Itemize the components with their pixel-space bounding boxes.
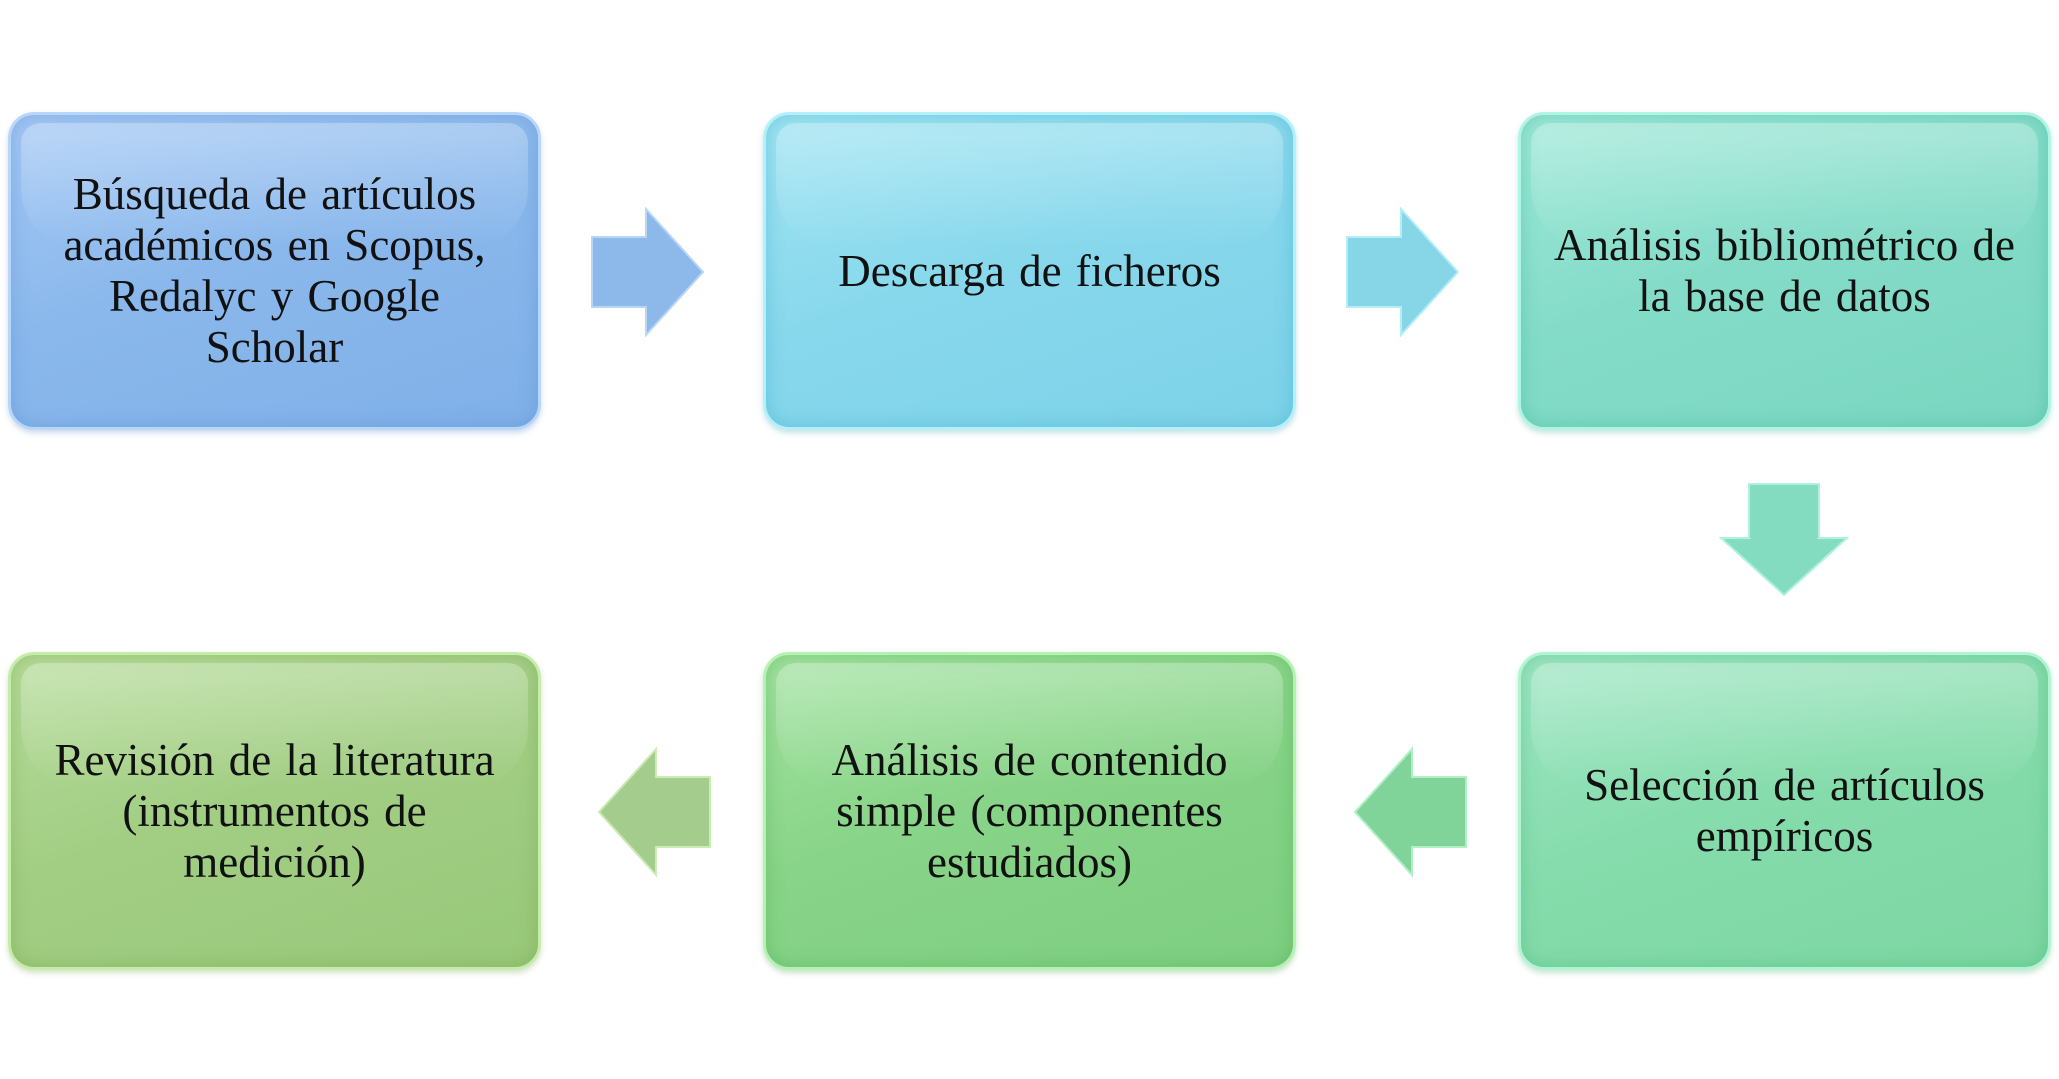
arrow-step3-to-step4 (1719, 482, 1849, 597)
step-4-label: Selección de artículos empíricos (1584, 760, 1985, 861)
step-5-label: Análisis de contenido simple (componente… (831, 734, 1228, 887)
step-3-box: Análisis bibliométrico de la base de dat… (1518, 112, 2051, 430)
step-3-label: Análisis bibliométrico de la base de dat… (1554, 220, 2015, 321)
arrow-step1-to-step2 (590, 207, 705, 337)
step-1-label: Búsqueda de artículos académicos en Scop… (63, 169, 486, 372)
arrow-step5-to-step6 (597, 747, 712, 877)
step-1-box: Búsqueda de artículos académicos en Scop… (8, 112, 541, 430)
step-5-box: Análisis de contenido simple (componente… (763, 652, 1296, 970)
step-6-label: Revisión de la literatura (instrumentos … (54, 734, 495, 887)
step-2-box: Descarga de ficheros (763, 112, 1296, 430)
step-6-box: Revisión de la literatura (instrumentos … (8, 652, 541, 970)
step-4-box: Selección de artículos empíricos (1518, 652, 2051, 970)
arrow-step4-to-step5 (1353, 747, 1468, 877)
step-2-label: Descarga de ficheros (838, 245, 1221, 296)
arrow-step2-to-step3 (1345, 207, 1460, 337)
